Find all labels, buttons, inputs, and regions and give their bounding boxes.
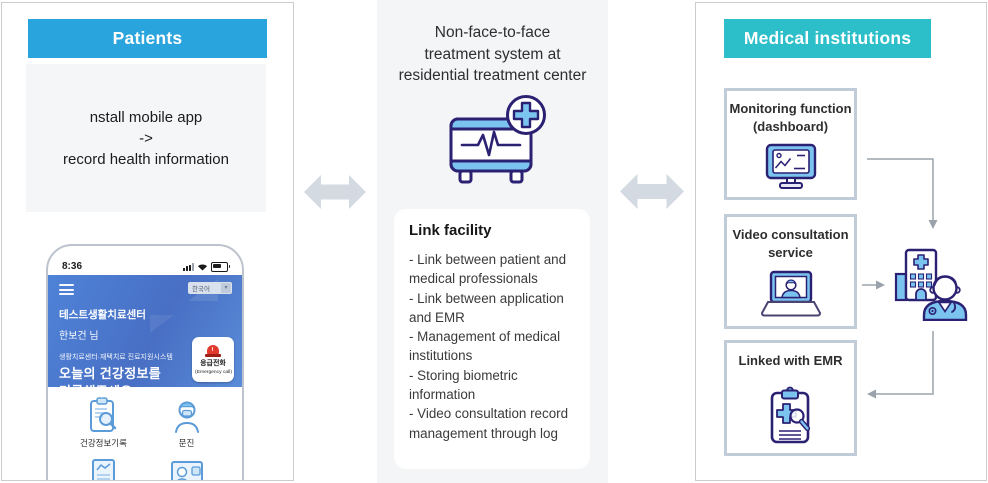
video-consultation-label: Video consultation service — [732, 227, 849, 260]
menu-item-questionnaire[interactable]: 문진 — [170, 396, 204, 449]
link-facility-item: - Link between patient and medical profe… — [409, 252, 567, 287]
connector-hub-to-emr — [876, 331, 934, 395]
center-title: Non-face-to-face treatment system at res… — [398, 24, 587, 85]
emergency-call-button[interactable]: 응급전화 (Emergency call) — [192, 337, 234, 382]
menu-label: 건강정보기록 — [80, 438, 127, 448]
link-facility-title: Link facility — [409, 222, 492, 239]
patients-header: Patients — [28, 19, 267, 58]
system-subtitle: 생활치료센터·재택치료 진료지원시스템 — [59, 354, 173, 361]
link-facility-item: - Management of medical institutions — [409, 329, 561, 364]
phone-time: 8:36 — [62, 261, 83, 272]
treatment-system-column: Non-face-to-face treatment system at res… — [377, 0, 608, 483]
emr-clipboard-icon — [764, 386, 818, 446]
arrowhead-right-icon — [876, 280, 885, 290]
health-record-clipboard-icon — [90, 397, 117, 432]
link-facility-card: Link facility - Link between patient and… — [394, 209, 590, 469]
video-call-icon — [170, 461, 203, 480]
phone-status-icons — [183, 262, 230, 272]
monitoring-function-box: Monitoring function (dashboard) — [724, 88, 857, 200]
link-facility-list: - Link between patient and medical profe… — [409, 250, 575, 443]
language-selector-value: 한국어 — [192, 286, 210, 293]
emergency-call-sublabel: (Emergency call) — [194, 369, 232, 374]
doctor-questionnaire-icon — [174, 401, 199, 433]
wifi-icon — [198, 264, 207, 271]
language-selector[interactable]: 한국어 ▾ — [188, 282, 232, 294]
menu-label: 문진 — [178, 438, 195, 448]
treatment-center-name: 테스트생활치료센터 — [59, 309, 146, 321]
phone-status-bar: 8:36 — [48, 246, 242, 275]
medical-monitor-plus-icon — [377, 94, 608, 186]
linked-with-emr-box: Linked with EMR — [724, 340, 857, 456]
connector-monitoring-to-hub — [867, 158, 934, 220]
video-consultation-box: Video consultation service — [724, 214, 857, 329]
battery-icon — [211, 262, 230, 272]
hamburger-menu-icon[interactable] — [59, 284, 74, 295]
monitoring-function-label: Monitoring function (dashboard) — [729, 101, 852, 134]
siren-icon — [205, 344, 221, 357]
chevron-down-icon: ▾ — [221, 283, 231, 293]
patients-column: Patients nstall mobile app -> record hea… — [1, 2, 294, 481]
emergency-call-label: 응급전화 — [200, 359, 226, 367]
hospital-doctor-icon — [893, 245, 971, 326]
arrowhead-left-icon — [867, 389, 876, 399]
bidirectional-arrow-right — [620, 174, 684, 209]
link-facility-item: - Link between application and EMR — [409, 290, 564, 325]
link-facility-item: - Video consultation record management t… — [409, 406, 569, 441]
linked-with-emr-label: Linked with EMR — [738, 353, 843, 368]
phone-app-header: 한국어 ▾ 테스트생활치료센터 한보건 님 생활치료센터·재택치료 진료지원시스… — [48, 275, 242, 399]
link-facility-item: - Storing biometric information — [409, 367, 518, 403]
menu-item-health-record[interactable]: 건강정보기록 — [80, 396, 127, 449]
phone-app-menu: 건강정보기록 문진 — [48, 387, 242, 480]
bidirectional-arrow-left — [304, 175, 366, 209]
app-headline: 오늘의 건강정보를 기록해주세요. — [59, 366, 161, 400]
report-chart-person-icon — [91, 459, 115, 480]
medical-institutions-header: Medical institutions — [724, 19, 931, 58]
cellular-signal-icon — [183, 263, 194, 271]
patients-description: nstall mobile app -> record health infor… — [26, 64, 266, 212]
arrowhead-down-icon — [928, 220, 938, 229]
patient-user-name: 한보건 님 — [59, 331, 99, 342]
dashboard-monitor-icon — [762, 142, 820, 190]
medical-institutions-column: Medical institutions Monitoring function… — [695, 2, 987, 481]
patient-app-phone-mockup: 8:36 한국어 ▾ 테스트생활치료센터 한보 — [46, 244, 244, 480]
video-consultation-laptop-icon — [759, 269, 823, 319]
menu-item-partial-report[interactable] — [87, 458, 121, 480]
menu-item-partial-video[interactable] — [168, 458, 206, 480]
